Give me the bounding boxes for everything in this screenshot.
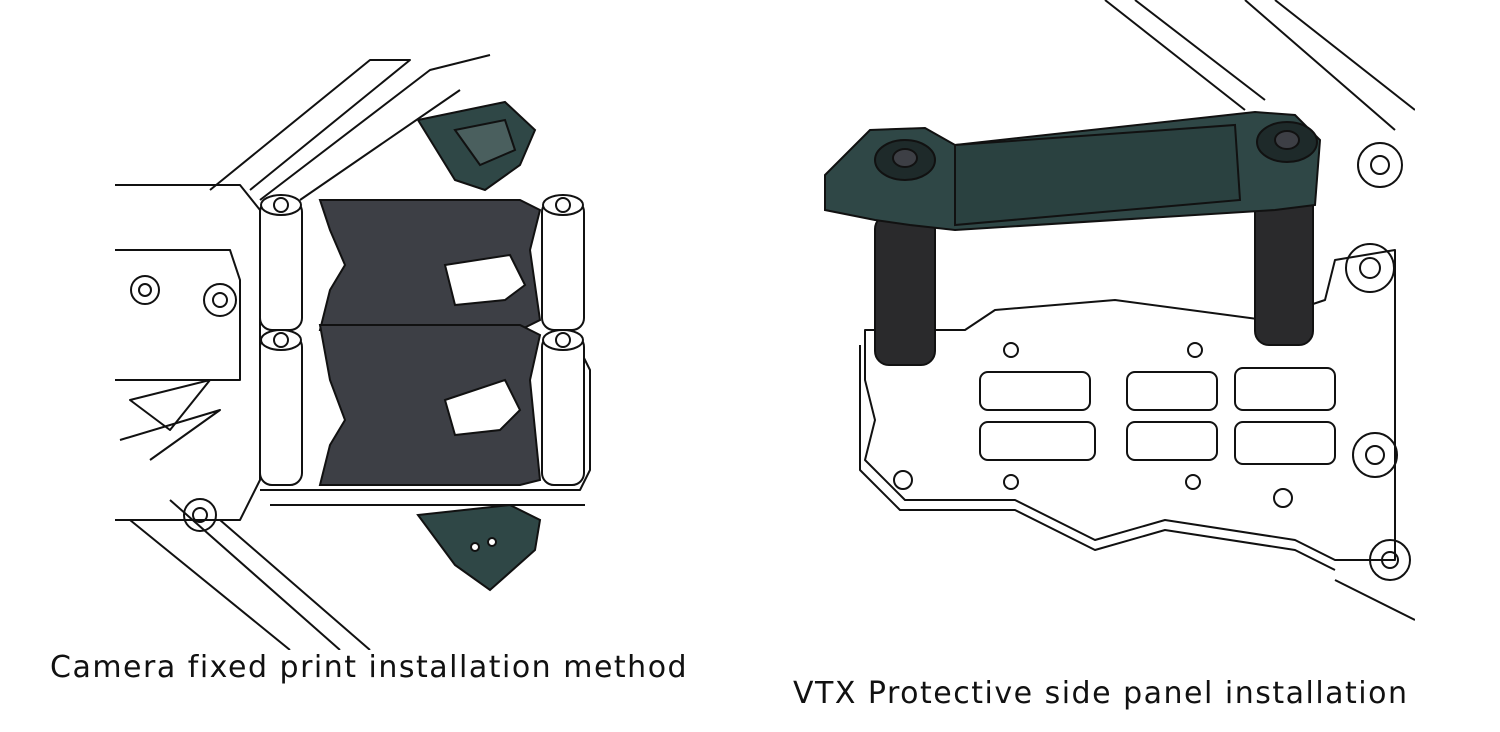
standoff-rear-right <box>541 329 585 486</box>
vtx-arm-lower <box>1334 579 1415 621</box>
vtx-standoff-left <box>874 214 936 366</box>
standoffs <box>259 194 585 486</box>
right-caption: VTX Protective side panel installation <box>793 676 1409 711</box>
lower-arm <box>129 519 291 650</box>
vtx-frame-plate <box>864 249 1396 561</box>
vtx-panel-drawing <box>824 0 1415 621</box>
frame-plate <box>115 184 261 521</box>
standoff-front-right <box>541 194 585 331</box>
vtx-panel-illustration <box>815 0 1415 640</box>
upper-arm <box>209 59 411 191</box>
vtx-arm-upper <box>1104 0 1246 111</box>
camera-print-lower <box>318 324 542 486</box>
standoff-front-left <box>259 194 303 331</box>
side-plates <box>416 100 542 592</box>
left-caption: Camera fixed print installation method <box>50 650 689 685</box>
camera-fixed-prints <box>318 199 542 486</box>
camera-mount-drawing <box>115 54 591 650</box>
vtx-protective-panel <box>824 110 1322 232</box>
standoff-rear-left <box>259 329 303 486</box>
camera-mount-illustration <box>110 50 610 650</box>
